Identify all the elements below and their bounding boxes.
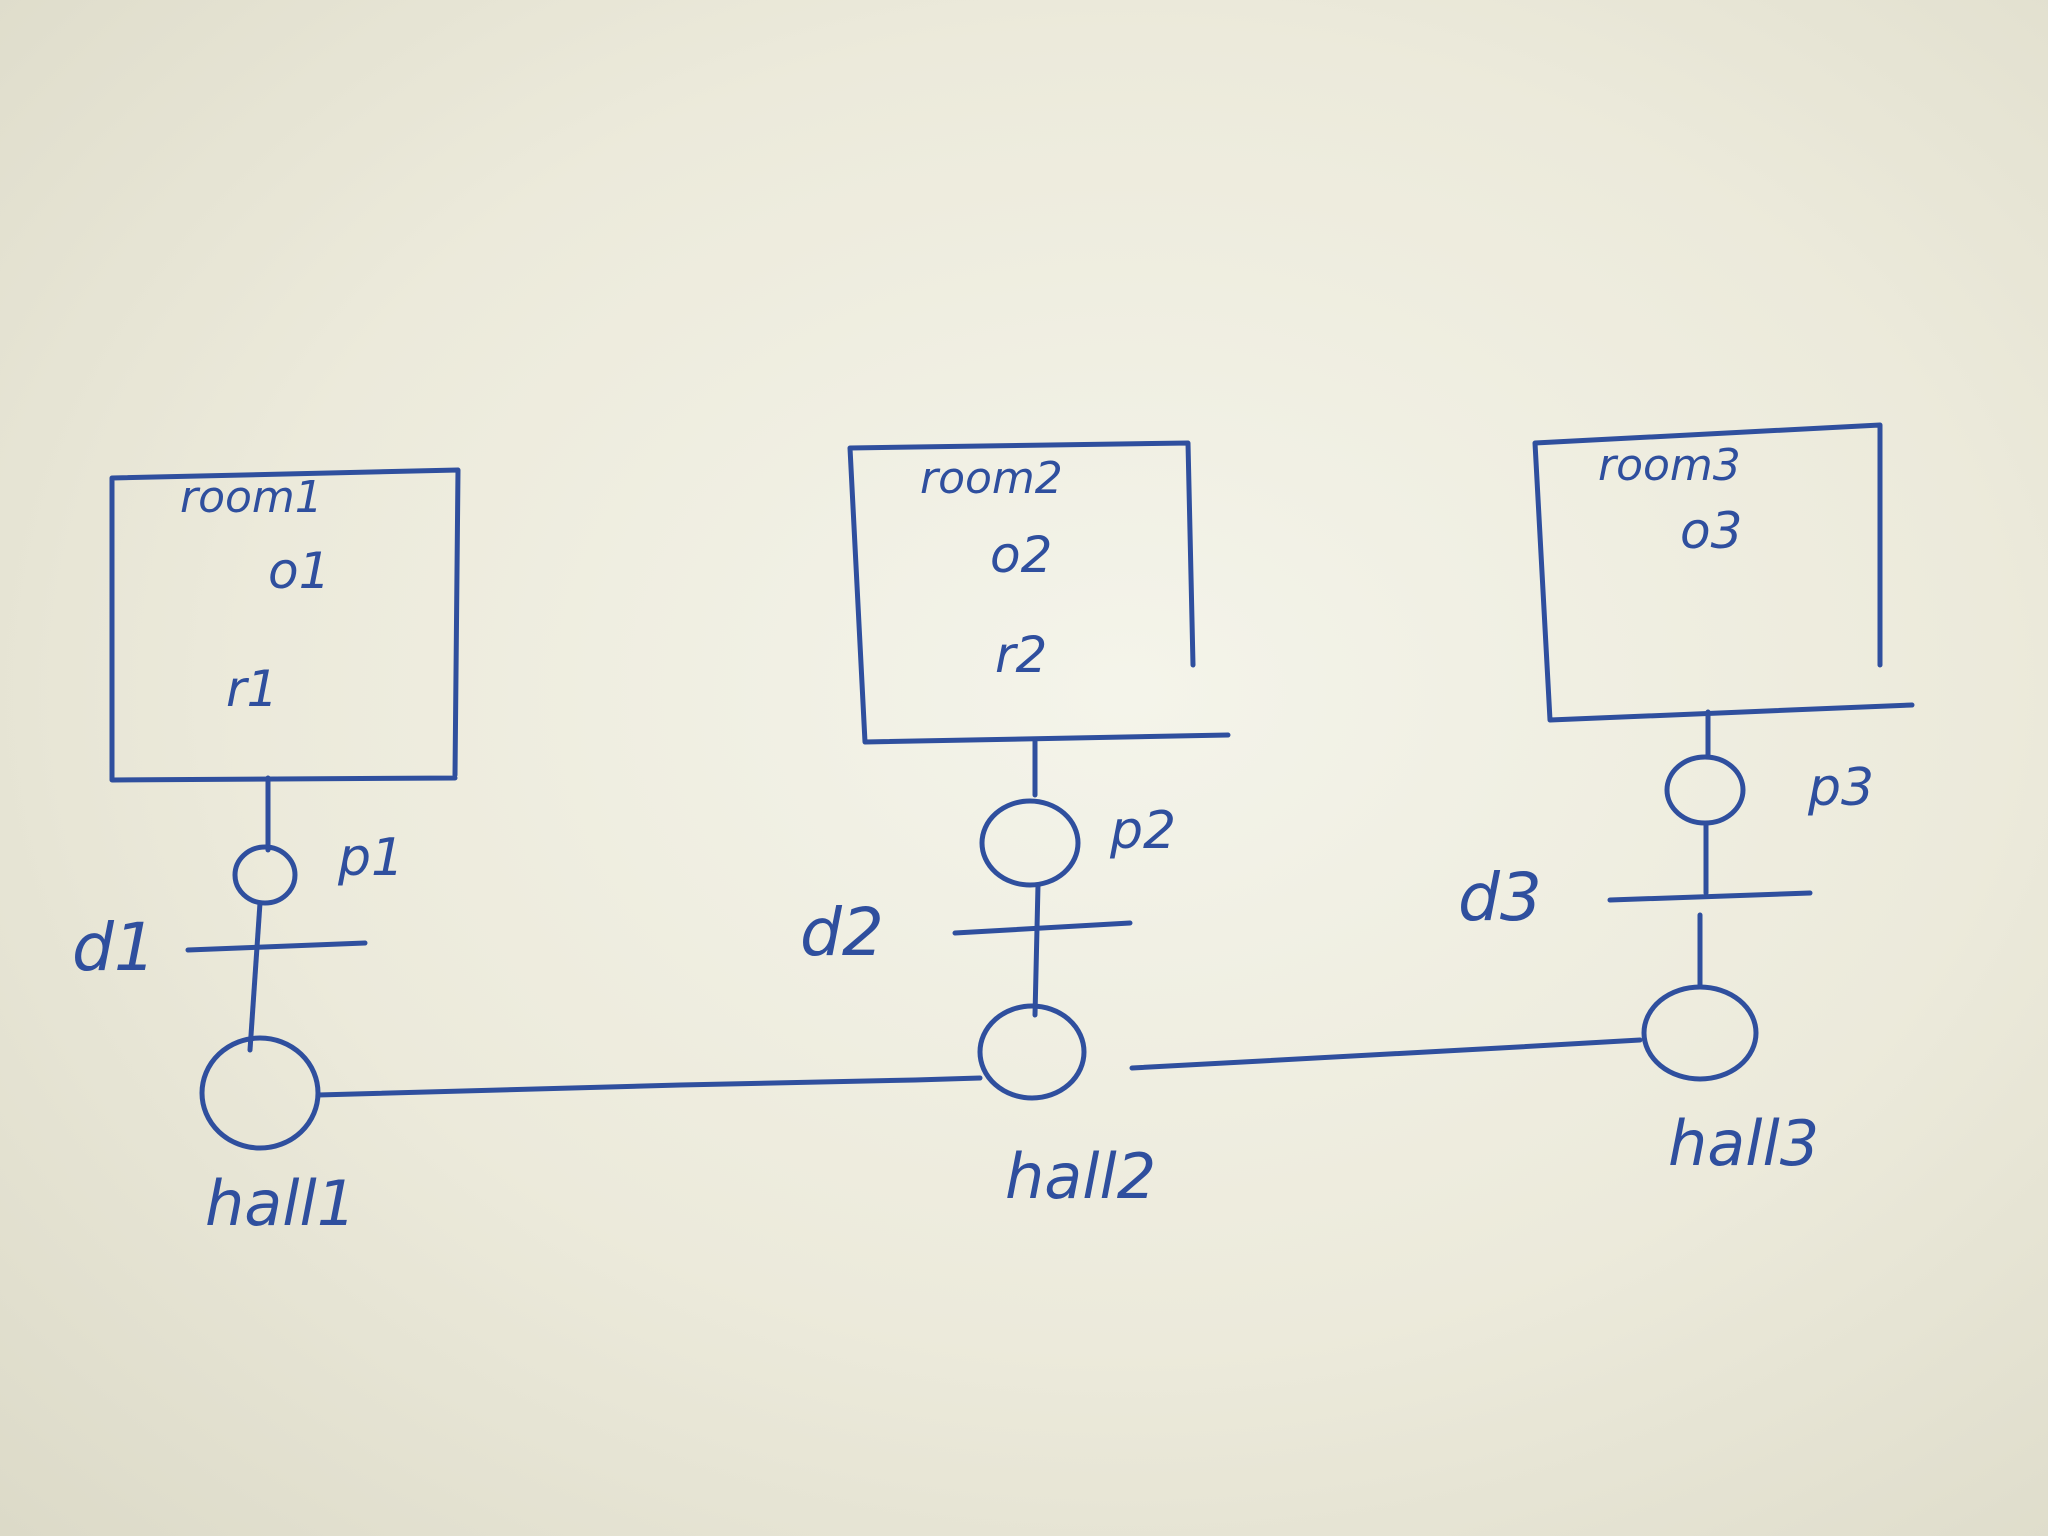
door1-label: d1: [72, 909, 156, 986]
hall2-hall3-link: [1129, 1037, 1643, 1071]
room1-box: [109, 467, 461, 783]
port1-to-hall-link: [247, 900, 263, 1053]
room2-box: [847, 440, 1231, 745]
door3-label: d3: [1458, 859, 1542, 936]
hall1-node: [199, 1035, 321, 1151]
port1-node: [232, 844, 298, 906]
room1-label: room1: [180, 472, 323, 523]
room1-unit: room1 o1 r1 p1 d1 hall1: [72, 467, 461, 1240]
room2-object: o2: [990, 526, 1052, 584]
room3-label: room3: [1598, 440, 1741, 491]
room1-object: o1: [268, 542, 330, 600]
room2-item: r2: [995, 626, 1047, 684]
hall2-node: [977, 1003, 1087, 1101]
room2-label: room2: [920, 453, 1063, 504]
port2-label: p2: [1109, 801, 1176, 861]
hall2-label: hall2: [1005, 1140, 1156, 1213]
room2-unit: room2 o2 r2 p2 d2 hall2: [800, 440, 1231, 1213]
hall3-label: hall3: [1668, 1107, 1819, 1180]
room3-box: [1532, 422, 1915, 723]
hall3-node: [1641, 984, 1759, 1082]
hall1-hall2-link: [315, 1075, 983, 1098]
port3-node: [1664, 754, 1746, 826]
room3-unit: room3 o3 p3 d3 hall3: [1458, 422, 1915, 1180]
port1-label: p1: [337, 828, 404, 888]
room3-object: o3: [1680, 502, 1742, 560]
door1-bar: [185, 940, 368, 953]
port2-node: [979, 798, 1081, 888]
port3-label: p3: [1807, 758, 1874, 818]
door2-bar: [952, 920, 1133, 936]
door2-label: d2: [800, 894, 884, 971]
port2-to-hall-link: [1032, 882, 1041, 1018]
hall1-label: hall1: [205, 1167, 356, 1240]
door3-bar: [1607, 890, 1813, 903]
room1-item: r1: [226, 660, 278, 718]
